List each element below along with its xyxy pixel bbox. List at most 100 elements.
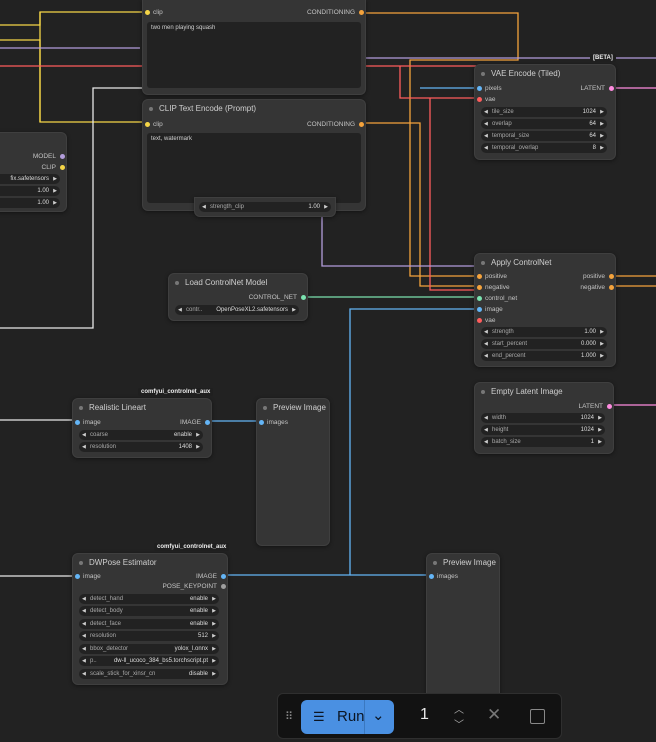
load-controlnet-node[interactable]: Load ControlNet Model CONTROL_NET ◀contr… — [168, 273, 308, 321]
node-title[interactable]: Apply ControlNet — [475, 254, 615, 272]
clip-input[interactable]: clip — [143, 120, 163, 130]
increment-arrow-icon[interactable]: ▶ — [53, 176, 57, 182]
clip-text-encode-node-2[interactable]: CLIP Text Encode (Prompt) clip CONDITION… — [142, 99, 366, 211]
apply-controlnet-node[interactable]: Apply ControlNet positive positive negat… — [474, 253, 616, 367]
increment-arrow-icon[interactable]: ▶ — [212, 608, 216, 614]
increment-arrow-icon[interactable]: ▶ — [196, 444, 200, 450]
lora-name-widget[interactable]: fix.safetensors ▶ — [0, 174, 60, 184]
prompt-textarea[interactable]: two men playing squash — [147, 22, 361, 88]
node-title[interactable]: Load ControlNet Model — [169, 274, 307, 292]
decrement-arrow-icon[interactable]: ◀ — [82, 646, 86, 652]
decrement-arrow-icon[interactable]: ◀ — [82, 633, 86, 639]
latent-socket[interactable] — [609, 86, 614, 91]
increment-arrow-icon[interactable]: ▶ — [212, 646, 216, 652]
collapse-dot-icon[interactable] — [263, 406, 267, 410]
negative-input[interactable]: negative — [475, 283, 510, 293]
increment-arrow-icon[interactable]: ▶ — [212, 671, 216, 677]
conditioning-socket[interactable] — [359, 10, 364, 15]
positive-socket[interactable] — [477, 274, 482, 279]
collapse-dot-icon[interactable] — [481, 72, 485, 76]
control-net-socket[interactable] — [477, 296, 482, 301]
strength-clip-widget[interactable]: 1.00 ▶ — [0, 198, 60, 208]
run-button[interactable]: ☰ Run ⌄ — [301, 700, 394, 734]
chevron-down-small-icon[interactable]: ﹀ — [454, 720, 464, 731]
images-input[interactable]: images — [257, 418, 288, 428]
pose-keypoint-socket[interactable] — [221, 584, 226, 589]
conditioning-socket[interactable] — [359, 122, 364, 127]
image-input[interactable]: image — [73, 572, 101, 582]
collapse-dot-icon[interactable] — [175, 281, 179, 285]
clip-socket[interactable] — [145, 10, 150, 15]
model-output[interactable]: MODEL — [33, 152, 66, 162]
node-title[interactable]: Preview Image — [427, 554, 499, 572]
image-input[interactable]: image — [475, 305, 503, 315]
increment-arrow-icon[interactable]: ▶ — [53, 188, 57, 194]
image-output[interactable]: IMAGE — [196, 572, 227, 582]
close-icon[interactable]: ✕ — [487, 705, 502, 724]
collapse-dot-icon[interactable] — [481, 261, 485, 265]
decrement-arrow-icon[interactable]: ◀ — [484, 121, 488, 127]
dwpose-estimator-node[interactable]: DWPose Estimator image IMAGE POSE_KEYPOI… — [72, 553, 228, 685]
increment-arrow-icon[interactable]: ▶ — [196, 432, 200, 438]
decrement-arrow-icon[interactable]: ◀ — [484, 145, 488, 151]
collapse-dot-icon[interactable] — [79, 406, 83, 410]
increment-arrow-icon[interactable]: ▶ — [53, 200, 57, 206]
decrement-arrow-icon[interactable]: ◀ — [82, 596, 86, 602]
node-title[interactable]: Realistic Lineart — [73, 399, 211, 417]
batch-count-input[interactable]: 1 — [420, 706, 429, 723]
control-net-socket[interactable] — [301, 295, 306, 300]
stop-icon[interactable] — [530, 709, 545, 724]
increment-arrow-icon[interactable]: ▶ — [212, 621, 216, 627]
collapse-dot-icon[interactable] — [149, 107, 153, 111]
negative-socket[interactable] — [477, 285, 482, 290]
latent-output[interactable]: LATENT — [581, 84, 615, 94]
decrement-arrow-icon[interactable]: ◀ — [484, 415, 488, 421]
increment-arrow-icon[interactable]: ▶ — [212, 633, 216, 639]
increment-arrow-icon[interactable]: ▶ — [600, 145, 604, 151]
collapse-dot-icon[interactable] — [481, 390, 485, 394]
decrement-arrow-icon[interactable]: ◀ — [82, 432, 86, 438]
decrement-arrow-icon[interactable]: ◀ — [484, 427, 488, 433]
decrement-arrow-icon[interactable]: ◀ — [178, 307, 182, 313]
images-socket[interactable] — [259, 420, 264, 425]
clip-text-encode-node-1[interactable]: clip CONDITIONING two men playing squash — [142, 0, 366, 95]
images-socket[interactable] — [429, 574, 434, 579]
decrement-arrow-icon[interactable]: ◀ — [484, 109, 488, 115]
increment-arrow-icon[interactable]: ▶ — [212, 658, 216, 664]
strength-clip-widget[interactable]: ◀ strength_clip 1.00 ▶ — [199, 202, 331, 212]
vae-input[interactable]: vae — [475, 95, 495, 105]
node-title[interactable]: CLIP Text Encode (Prompt) — [143, 100, 365, 118]
vae-input[interactable]: vae — [475, 316, 495, 326]
chevron-up-icon[interactable]: ︿ — [454, 705, 464, 716]
positive-socket[interactable] — [609, 274, 614, 279]
negative-socket[interactable] — [609, 285, 614, 290]
positive-output[interactable]: positive — [583, 272, 615, 282]
model-socket[interactable] — [60, 154, 65, 159]
decrement-arrow-icon[interactable]: ◀ — [82, 658, 86, 664]
increment-arrow-icon[interactable]: ▶ — [324, 204, 328, 210]
lora-loader-node[interactable]: MODEL CLIP fix.safetensors ▶ 1.00 ▶ 1.00… — [0, 132, 67, 212]
conditioning-output[interactable]: CONDITIONING — [307, 8, 365, 18]
node-title[interactable]: VAE Encode (Tiled) — [475, 65, 615, 83]
strength-model-widget[interactable]: 1.00 ▶ — [0, 186, 60, 196]
positive-input[interactable]: positive — [475, 272, 507, 282]
increment-arrow-icon[interactable]: ▶ — [598, 415, 602, 421]
decrement-arrow-icon[interactable]: ◀ — [484, 341, 488, 347]
decrement-arrow-icon[interactable]: ◀ — [82, 621, 86, 627]
increment-arrow-icon[interactable]: ▶ — [600, 133, 604, 139]
node-title[interactable]: DWPose Estimator — [73, 554, 227, 572]
increment-arrow-icon[interactable]: ▶ — [600, 353, 604, 359]
vae-encode-tiled-node[interactable]: VAE Encode (Tiled) pixels LATENT vae ◀ti… — [474, 64, 616, 160]
